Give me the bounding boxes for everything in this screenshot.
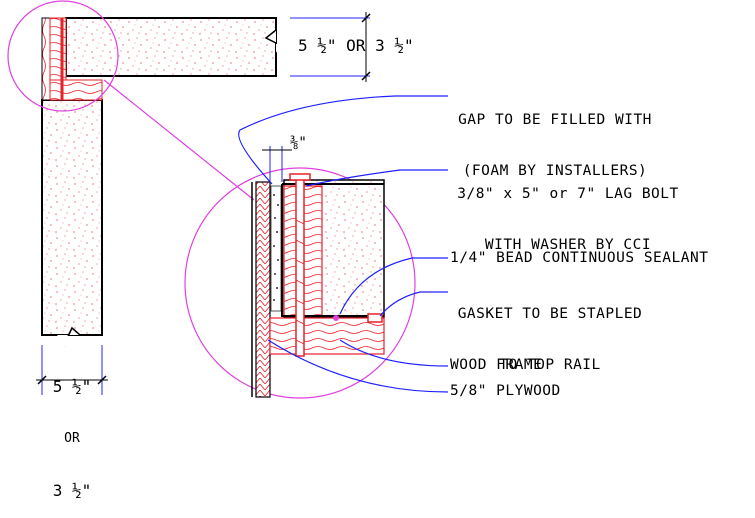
leader-gasket [379,291,448,317]
detail-callout-circle-large [184,167,416,399]
plywood-note: 5/8" PLYWOOD [450,383,561,399]
leader-gap-fill [238,95,448,185]
leader-sealant [339,257,448,315]
lag-bolt-head [289,173,311,181]
roof-panel [65,17,277,77]
corner-frame-rail [49,79,103,101]
leader-lines [238,95,449,393]
gap-width-label: ⅜" [290,135,307,151]
leader-plywood [267,339,449,393]
gap-fill-line-2: (FOAM BY INSTALLERS) [462,163,648,179]
gasket [367,313,383,323]
side-dim-line-3: 3 ½" [52,481,92,500]
side-dim-line-2: OR [64,431,80,446]
wood-frame-note: WOOD FRAME [450,357,543,373]
detail-top-rail [269,317,385,355]
lag-bolt-note: 3/8" x 5" or 7" LAG BOLT WITH WASHER BY … [450,152,686,271]
overall-corner-view [7,0,371,395]
detail-gap-foam [270,185,282,312]
gasket-note: GASKET TO BE STAPLED TO TOP RAIL [450,272,650,391]
panel-thickness-side-label: 5 ½" OR 3 ½" [40,342,104,518]
gasket-line-1: GASKET TO BE STAPLED [457,306,643,322]
lag-bolt-line-1: 3/8" x 5" or 7" LAG BOLT [457,186,679,202]
enlarged-detail [184,146,416,399]
side-dim-line-1: 5 ½" [52,377,92,396]
leader-lag-bolt [305,169,448,187]
sealant-bead [333,315,339,321]
detail-plywood [255,181,271,398]
lag-bolt [295,177,305,357]
leader-wood-frame [339,339,449,367]
detail-callout-circle-small [7,0,119,112]
corner-section-drawing [7,0,449,399]
panel-thickness-top-label: 5 ½" OR 3 ½" [298,36,414,55]
wall-panel [41,99,103,336]
sealant-note: 1/4" BEAD CONTINUOUS SEALANT [450,250,709,266]
detail-callout-link [103,79,255,201]
gap-fill-line-1: GAP TO BE FILLED WITH [458,112,652,128]
corner-frame-post [49,17,67,81]
gasket-line-2: TO TOP RAIL [499,357,601,373]
lag-bolt-line-2: WITH WASHER BY CCI [484,237,652,253]
corner-plywood [41,17,51,101]
gap-fill-note: GAP TO BE FILLED WITH (FOAM BY INSTALLER… [450,78,660,197]
